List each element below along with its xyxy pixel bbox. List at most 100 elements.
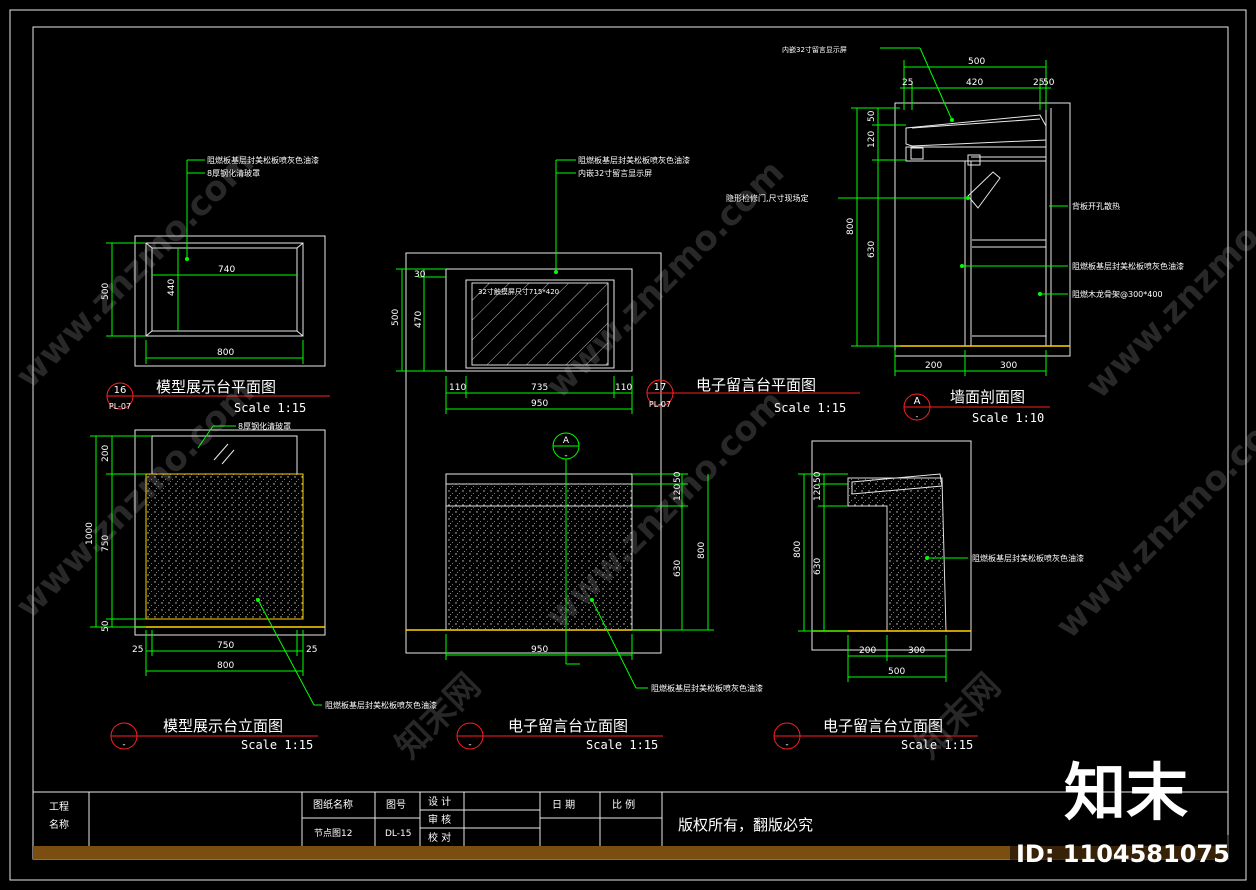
e3-dim-300: 300	[908, 646, 925, 656]
e1-dim-750v: 750	[101, 535, 111, 552]
e3-number: -	[785, 740, 788, 750]
sec-note-screen: 内嵌32寸留言显示屏	[782, 45, 847, 54]
tb-drawing-no: DL-15	[385, 829, 412, 839]
brand-logo: 知末	[1064, 756, 1188, 829]
watermark-7: 知末网	[388, 666, 488, 766]
e2-scale: Scale 1:15	[586, 738, 658, 752]
dim-735: 735	[531, 383, 548, 393]
e3-dim-500: 500	[888, 667, 905, 677]
section-marker-bottom: -	[564, 451, 567, 461]
note-finish-17: 阻燃板基层封美松板喷灰色油漆	[578, 155, 690, 165]
view-a-scale: Scale 1:10	[972, 411, 1044, 425]
e1-note-finish: 阻燃板基层封美松板喷灰色油漆	[325, 700, 437, 710]
elevation-2: A - 50 120 630 800 950 阻燃板基层封美松板喷灰色油漆 - …	[406, 432, 763, 752]
e1-number: -	[122, 740, 125, 750]
sec-dim-200: 200	[925, 361, 942, 371]
e1-dim-750h: 750	[217, 641, 234, 651]
view-a-title: 墙面剖面图	[950, 388, 1025, 406]
view-a-sheet: -	[916, 412, 919, 421]
sec-dim-420: 420	[966, 78, 983, 88]
sec-note-door: 隐形检修门,尺寸现场定	[726, 193, 809, 203]
outer-border	[9, 9, 1247, 881]
e3-dim-800: 800	[793, 541, 803, 558]
note-glass-16: 8厚钢化清玻罩	[207, 168, 260, 178]
sec-dim-50v: 50	[867, 110, 877, 122]
tb-scale: 比 例	[612, 798, 635, 811]
e3-scale: Scale 1:15	[901, 738, 973, 752]
sec-dim-25b: 25	[1033, 78, 1044, 88]
view-a-section: 500 25 420 25 50 800 50 120 630 200 300 …	[726, 45, 1184, 425]
note-screen-17: 内嵌32寸留言显示屏	[578, 168, 652, 178]
e3-dim-630: 630	[813, 558, 823, 575]
e3-title: 电子留言台立面图	[823, 717, 943, 735]
sec-note-vent: 背板开孔散热	[1072, 201, 1120, 211]
screen-label: 32寸触摸屏尺寸715*420	[478, 287, 559, 296]
brand: 知末 ID: 1104581075	[1010, 756, 1242, 870]
e3-dim-120: 120	[813, 484, 823, 501]
e3-dim-200: 200	[859, 646, 876, 656]
e2-dim-50: 50	[673, 471, 683, 483]
brand-id: ID: 1104581075	[1016, 840, 1230, 868]
dim-110-right: 110	[615, 383, 632, 393]
e2-title: 电子留言台立面图	[508, 717, 628, 735]
tb-drawing-no-label: 图号	[386, 799, 406, 811]
e2-dim-120: 120	[673, 484, 683, 501]
watermark-layer: www.znzmo.com www.znzmo.com www.znzmo.co…	[8, 142, 1256, 766]
view-17-scale: Scale 1:15	[774, 401, 846, 415]
view-17-plan: 32寸触摸屏尺寸715*420 阻燃板基层封美松板喷灰色油漆 内嵌32寸留言显示…	[391, 155, 860, 654]
tb-copyright: 版权所有，翻版必究	[678, 816, 813, 834]
e1-dim-1000: 1000	[85, 522, 95, 545]
dim-500: 500	[101, 283, 111, 300]
dim-440: 440	[167, 279, 177, 296]
sec-dim-500: 500	[968, 57, 985, 67]
e1-dim-200: 200	[101, 445, 111, 462]
e2-dim-800: 800	[697, 542, 707, 559]
watermark-2: www.znzmo.com	[538, 152, 792, 406]
view-16-title: 模型展示台平面图	[156, 378, 276, 396]
watermark-3: www.znzmo.com	[1078, 152, 1256, 406]
tb-design: 设 计	[428, 795, 451, 808]
dim-740: 740	[218, 265, 235, 275]
tb-review: 审 核	[428, 813, 451, 826]
view-17-number: 17	[654, 382, 667, 393]
dim-950: 950	[531, 399, 548, 409]
e1-dim-800: 800	[217, 661, 234, 671]
sec-dim-630: 630	[867, 241, 877, 258]
e2-dim-950: 950	[531, 645, 548, 655]
view-17-title: 电子留言台平面图	[696, 376, 816, 394]
sec-dim-50: 50	[1043, 78, 1055, 88]
sec-note-keel: 阻燃木龙骨架@300*400	[1072, 289, 1163, 299]
dim-500-17: 500	[391, 309, 401, 326]
e1-title: 模型展示台立面图	[163, 717, 283, 735]
sec-dim-800: 800	[846, 218, 856, 235]
note-finish-16: 阻燃板基层封美松板喷灰色油漆	[207, 155, 319, 165]
e2-number: -	[468, 740, 471, 750]
e2-dim-630: 630	[673, 560, 683, 577]
e1-dim-25l: 25	[132, 645, 143, 655]
e1-dim-50: 50	[101, 620, 111, 632]
view-16-plan: 740 440 500 800 阻燃板基层封美松板喷灰色油漆 8厚钢化清玻罩 1…	[101, 155, 330, 415]
bottom-bar	[33, 846, 1228, 859]
tb-project-label-2: 名称	[49, 818, 69, 831]
e1-note-glass: 8厚钢化清玻罩	[238, 421, 291, 431]
e1-dim-25r: 25	[306, 645, 317, 655]
title-block: 工程 名称 图纸名称 图号 设 计 审 核 校 对 日 期 比 例 节点图12 …	[33, 791, 1228, 846]
view-16-number: 16	[114, 385, 127, 396]
e3-note-finish: 阻燃板基层封美松板喷灰色油漆	[972, 553, 1084, 563]
tb-date: 日 期	[552, 799, 575, 811]
e3-dim-50: 50	[813, 471, 823, 483]
elevation-3: 800 50 120 630 200 300 500 阻燃板基层封美松板喷灰色油…	[773, 440, 1084, 752]
dim-110-left: 110	[449, 383, 466, 393]
view-a-number: A	[914, 396, 921, 407]
view-16-sheet: PL-07	[109, 402, 131, 411]
dim-470-17: 470	[414, 311, 424, 328]
tb-project-label-1: 工程	[49, 801, 69, 813]
dim-30-17: 30	[414, 270, 426, 280]
tb-check: 校 对	[428, 831, 451, 844]
dim-800: 800	[217, 348, 234, 358]
tb-drawing-name-label: 图纸名称	[313, 798, 353, 811]
elevation-1: 1000 200 750 50 25 750 25 800 8厚钢化清玻罩 阻燃…	[85, 421, 437, 752]
e2-note-finish: 阻燃板基层封美松板喷灰色油漆	[651, 683, 763, 693]
view-16-scale: Scale 1:15	[234, 401, 306, 415]
